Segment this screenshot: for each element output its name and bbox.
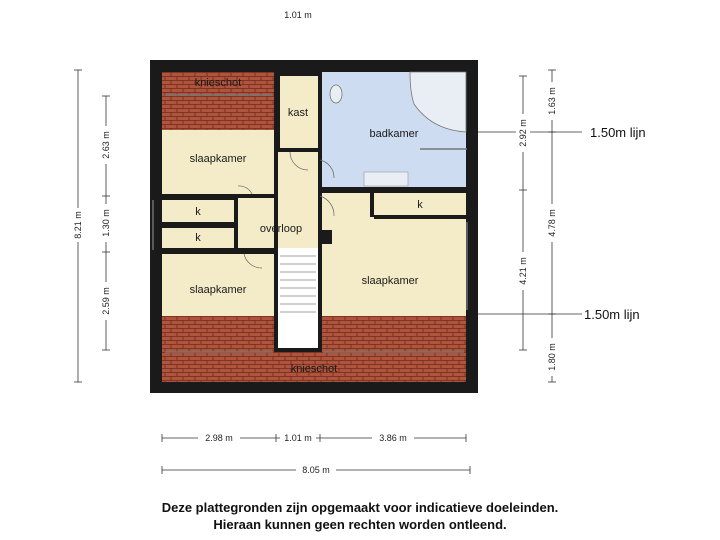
floor-stair [278,248,318,350]
disclaimer-line-1: Deze plattegronden zijn opgemaakt voor i… [161,500,559,515]
door-swings [237,151,335,269]
windows [152,94,468,353]
label-k3: k [417,199,423,211]
label-lijn-top: 1.50m lijn [590,125,646,140]
dim-bg [545,82,559,120]
floor-slaapkamer-left-bottom [162,254,274,316]
dim-right-inner-bottom: 4.21 m [518,257,528,285]
dim-bottom-mid: 1.01 m [284,433,312,443]
dim-right-outer-top: 1.63 m [547,87,557,115]
stair-steps [280,255,316,313]
dim-top-width: 1.01 m [284,10,312,20]
dim-bg [545,338,559,376]
dim-bg [99,126,113,164]
dim-bottom-total: 8.05 m [302,465,330,475]
dim-bg [198,432,240,444]
dim-bg [372,432,414,444]
dim-bg [280,432,316,444]
bathtub-fixture [409,71,467,133]
dim-bg [545,204,559,242]
label-slaapkamer-right: slaapkamer [362,275,419,287]
label-badkamer: badkamer [370,128,419,140]
label-slaapkamer-left-bottom: slaapkamer [190,284,247,296]
dim-left-top: 2.63 m [101,131,111,159]
label-knieschot-bottom: knieschot [291,363,337,375]
dim-left-total: 8.21 m [73,211,83,239]
label-k2: k [195,232,201,244]
label-k1: k [195,206,201,218]
dim-bg [296,464,336,476]
label-lijn-bottom: 1.50m lijn [584,307,640,322]
dim-bg [71,208,85,242]
disclaimer: Deze plattegronden zijn opgemaakt voor i… [0,499,720,533]
dim-right-inner-top: 2.92 m [518,119,528,147]
sink-fixture [363,171,409,187]
dim-bg [516,252,530,290]
dim-right-outer-bottom: 1.80 m [547,343,557,371]
label-slaapkamer-left-top: slaapkamer [190,153,247,165]
disclaimer-line-2: Hieraan kunnen geen rechten worden ontle… [213,517,507,532]
label-overloop: overloop [260,223,302,235]
floor-k1 [162,200,234,222]
floor-k2 [162,228,234,248]
floor-slaapkamer-right-upper [322,220,466,316]
dim-bg [99,204,113,242]
roof-top-left [162,72,278,130]
dim-bottom-right: 3.86 m [379,433,407,443]
dim-bg [516,114,530,152]
dim-bottom-left: 2.98 m [205,433,233,443]
floor-kast [280,76,318,148]
label-kast: kast [288,107,308,119]
dim-left-mid: 1.30 m [101,209,111,237]
label-knieschot-top: knieschot [195,77,241,89]
interior-walls [162,72,468,352]
dim-right-outer-mid: 4.78 m [547,209,557,237]
toilet-fixture [329,84,343,104]
dim-bg [99,282,113,320]
dim-left-bottom: 2.59 m [101,287,111,315]
